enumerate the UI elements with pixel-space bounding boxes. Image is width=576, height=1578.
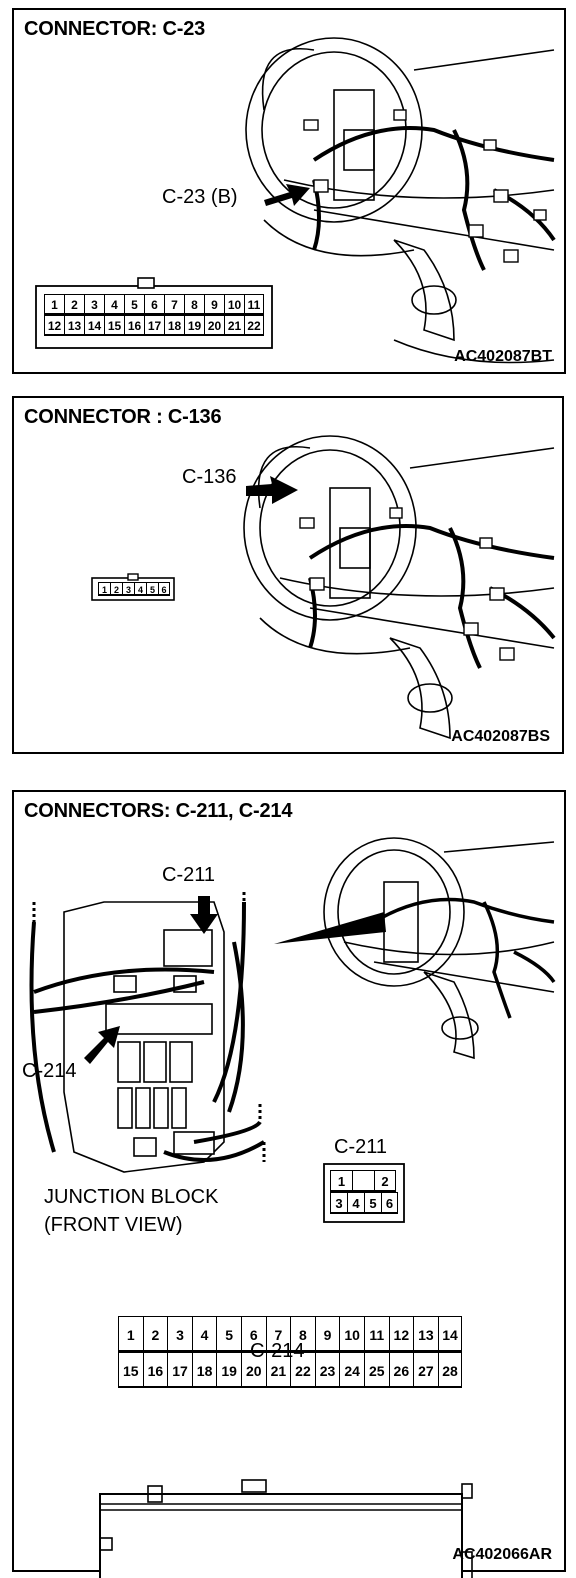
connector-pin: 5 [124,294,144,315]
connector-pin: 10 [339,1316,364,1352]
dashboard-illustration [35,37,556,364]
c214-connector-body [99,1479,473,1578]
connector-pin: 15 [118,1352,143,1388]
connector-pin: 6 [144,294,164,315]
connector-pin: 5 [364,1192,381,1214]
connector-pin: 17 [144,315,164,336]
connector-pin [352,1170,374,1192]
connector-pin: 17 [167,1352,192,1388]
connector-pin: 18 [191,1352,217,1388]
connector-pin: 5 [216,1316,241,1352]
connector-pin: 1 [118,1316,143,1352]
connector-pointer-label: C-136 [182,466,237,488]
connector-pin: 19 [216,1352,241,1388]
connector-pin: 2 [64,294,84,315]
connector-pin: 7 [265,1316,291,1352]
panel-connectors-c211-c214: CONNECTORS: C-211, C-214 [12,790,566,1578]
connector-pin: 25 [363,1352,389,1388]
connector-pin: 5 [146,582,158,596]
connector-pin: 14 [437,1316,463,1352]
connector-pin: 8 [290,1316,315,1352]
connector-pin: 6 [381,1192,398,1214]
connector-pin: 23 [314,1352,340,1388]
panel-connector-c23: CONNECTOR: C-23 [12,8,566,374]
c211-title: C-211 [334,1136,387,1158]
junction-block-label-line2: (FRONT VIEW) [44,1214,183,1236]
connector-pin: 11 [244,294,264,315]
connector-pin: 15 [104,315,124,336]
connector-pin: 2 [374,1170,396,1192]
connector-pointer-label: C-23 (B) [162,186,238,208]
connector-pin: 9 [204,294,224,315]
connector-pin: 21 [224,315,244,336]
connector-pin: 1 [98,582,110,596]
connector-pin: 21 [265,1352,291,1388]
connector-pin: 16 [142,1352,168,1388]
panel-title: CONNECTOR : C-136 [24,406,222,428]
connector-pin: 4 [104,294,124,315]
connector-pin: 4 [347,1192,364,1214]
connector-pin: 9 [314,1316,340,1352]
c211-pointer-label: C-211 [162,864,215,886]
connector-pin: 28 [437,1352,463,1388]
connector-pin: 8 [184,294,204,315]
connector-pin: 13 [413,1316,438,1352]
connector-pin: 16 [124,315,144,336]
dashboard-illustration [91,435,556,740]
connector-pin: 27 [413,1352,438,1388]
panel-title: CONNECTORS: C-211, C-214 [24,800,293,822]
connector-pin: 1 [44,294,64,315]
connector-pin: 4 [191,1316,217,1352]
connector-pin: 20 [204,315,224,336]
panel-title: CONNECTOR: C-23 [24,18,206,40]
panel-connector-c136: CONNECTOR : C-136 [12,396,564,754]
connector-pin: 4 [134,582,146,596]
connector-pin: 7 [164,294,184,315]
junction-block-label-line1: JUNCTION BLOCK [44,1186,219,1208]
c214-pointer-label: C-214 [22,1060,77,1082]
connector-pin: 26 [388,1352,414,1388]
connector-pin: 24 [339,1352,364,1388]
connector-pin: 6 [240,1316,266,1352]
connector-pin: 18 [164,315,184,336]
connector-pin: 22 [290,1352,315,1388]
connector-pin: 19 [184,315,204,336]
connector-pin: 2 [110,582,122,596]
figure-code: AC402087BS [451,728,550,745]
connector-pin: 2 [142,1316,168,1352]
connector-pin: 6 [158,582,170,596]
connector-pin: 20 [240,1352,266,1388]
figure-code: AC402087BT [454,348,552,365]
connector-pin: 11 [363,1316,389,1352]
connector-pin: 3 [330,1192,347,1214]
connector-pin: 3 [167,1316,192,1352]
connector-pin: 14 [84,315,104,336]
connector-pin: 3 [122,582,134,596]
connector-pin: 12 [388,1316,414,1352]
connector-pin: 13 [64,315,84,336]
connector-pin: 22 [244,315,264,336]
connector-pin: 1 [330,1170,352,1192]
figure-code: AC402066AR [452,1546,552,1563]
connector-pin: 3 [84,294,104,315]
junction-block-illustration [29,837,556,1223]
connector-pin: 10 [224,294,244,315]
connector-pin: 12 [44,315,64,336]
